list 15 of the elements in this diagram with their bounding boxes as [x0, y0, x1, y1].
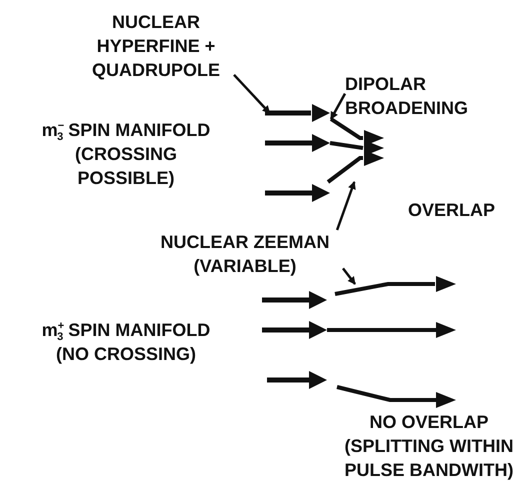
annotation-text: NUCLEAR HYPERFINE + QUADRUPOLE: [78, 10, 234, 82]
transition-line: [334, 282, 435, 296]
transition-line: [326, 156, 363, 184]
leader-arrow: [342, 268, 356, 285]
overlap-label: NO OVERLAP (SPLITTING WITHIN PULSE BANDWITH): [344, 411, 514, 482]
manifold-label: m$^{−}$$_{3}$ SPIN MANIFOLD (CROSSING POSSIBLE): [40, 119, 212, 190]
manifold-label: m$^{+}$$_{3}$ SPIN MANIFOLD (NO CROSSING): [40, 319, 212, 366]
overlap-label: OVERLAP: [408, 199, 496, 222]
annotation-text: NUCLEAR ZEEMAN (VARIABLE): [147, 230, 343, 278]
leader-arrow: [330, 93, 346, 120]
leader-arrow: [233, 74, 271, 114]
leader-arrow: [336, 181, 356, 230]
annotation-text: DIPOLAR BROADENING: [345, 72, 465, 120]
transition-line: [330, 117, 363, 140]
level-line: [265, 110, 311, 116]
